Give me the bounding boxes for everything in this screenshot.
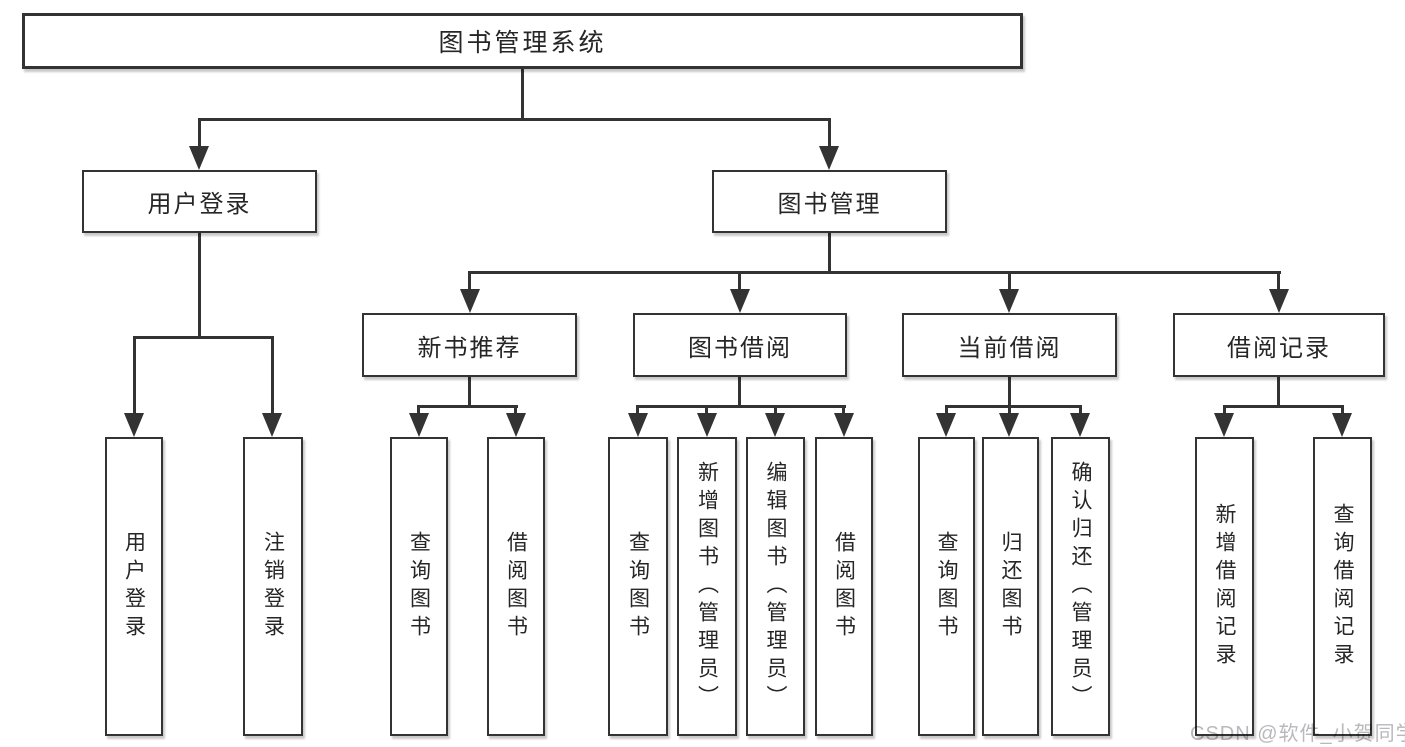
arrowhead-down-icon [628,413,648,437]
connector-line [468,271,1281,274]
arrowhead-down-icon [999,413,1019,437]
leaf-query-books: 查询图书 [918,437,975,736]
node-label: 新书推荐 [417,334,522,362]
arrowhead-down-icon [730,289,750,313]
arrowhead-down-icon [262,413,282,437]
connector-line [1008,377,1011,407]
connector-line [828,118,831,150]
arrowhead-down-icon [1332,413,1352,437]
arrowhead-down-icon [1269,289,1289,313]
node-label: 用户登录 [147,191,252,218]
connector-line [1223,405,1226,415]
arrowhead-down-icon [124,413,144,437]
connector-line [1223,405,1344,408]
connector-line [774,405,777,415]
node-book-management: 图书管理 [712,170,947,233]
connector-line [521,69,524,120]
connector-line [636,405,639,415]
node-label: 确认归还（管理员） [1069,460,1092,713]
connector-line [514,405,517,415]
connector-line [468,377,471,407]
node-label: 归还图书 [999,530,1022,643]
connector-line [738,377,741,407]
node-label: 借阅图书 [504,530,528,643]
node-label: 查询图书 [935,530,958,643]
csdn-watermark: CSDN @软件_小贺同学 [1190,723,1405,745]
connector-line [705,405,708,415]
arrowhead-down-icon [834,413,854,437]
leaf-logout: 注销登录 [243,437,303,736]
leaf-add-borrow-record: 新增借阅记录 [1195,437,1254,736]
arrowhead-down-icon [506,413,526,437]
arrowhead-down-icon [460,289,480,313]
connector-line [271,336,274,416]
arrowhead-down-icon [697,413,717,437]
node-label: 注销登录 [261,530,285,643]
arrowhead-down-icon [189,146,209,170]
connector-line [417,405,420,415]
connector-line [945,405,948,415]
arrowhead-down-icon [936,413,956,437]
leaf-query-books: 查询图书 [608,437,668,736]
connector-line [133,336,136,416]
node-current-borrowing: 当前借阅 [902,313,1117,377]
node-label: 图书管理系统 [438,29,607,57]
node-borrowing-records: 借阅记录 [1173,313,1385,377]
connector-line [945,405,1082,408]
node-label: 查询借阅记录 [1331,502,1354,671]
connector-line [1277,271,1280,293]
leaf-borrow-books: 借阅图书 [487,437,545,736]
node-label: 查询图书 [407,530,431,643]
connector-line [1341,405,1344,415]
connector-line [1008,405,1011,415]
node-book-borrowing: 图书借阅 [633,313,847,377]
connector-line [738,271,741,293]
connector-line [133,336,274,339]
connector-line [636,405,846,408]
leaf-add-book-admin: 新增图书（管理员） [677,437,737,736]
arrowhead-down-icon [409,413,429,437]
leaf-edit-book-admin: 编辑图书（管理员） [746,437,805,736]
node-label: 借阅记录 [1227,334,1331,362]
connector-line [198,233,201,339]
node-label: 查询图书 [626,530,650,643]
node-new-book-recommendation: 新书推荐 [362,313,577,377]
arrowhead-down-icon [999,289,1019,313]
node-library-system: 图书管理系统 [22,13,1023,69]
node-label: 当前借阅 [957,334,1062,362]
connector-line [417,405,518,408]
arrowhead-down-icon [765,413,785,437]
leaf-query-borrow-record: 查询借阅记录 [1313,437,1372,736]
connector-line [1079,405,1082,415]
node-label: 借阅图书 [832,530,856,643]
leaf-return-books: 归还图书 [982,437,1039,736]
node-label: 图书管理 [777,191,882,218]
connector-line [198,118,201,150]
arrowhead-down-icon [819,146,839,170]
leaf-user-login: 用户登录 [105,437,163,736]
connector-line [828,233,831,273]
connector-line [198,118,831,121]
node-label: 用户登录 [122,530,146,643]
node-label: 新增借阅记录 [1213,502,1236,671]
connector-line [468,271,471,293]
node-label: 图书借阅 [688,334,792,362]
leaf-confirm-return-admin: 确认归还（管理员） [1051,437,1110,736]
arrowhead-down-icon [1214,413,1234,437]
arrowhead-down-icon [1070,413,1090,437]
node-label: 新增图书（管理员） [695,460,719,713]
node-user-login: 用户登录 [82,170,317,233]
leaf-query-books: 查询图书 [390,437,448,736]
leaf-borrow-books: 借阅图书 [815,437,873,736]
connector-line [842,405,845,415]
connector-line [1277,377,1280,407]
node-label: 编辑图书（管理员） [764,460,787,713]
connector-line [1008,271,1011,293]
